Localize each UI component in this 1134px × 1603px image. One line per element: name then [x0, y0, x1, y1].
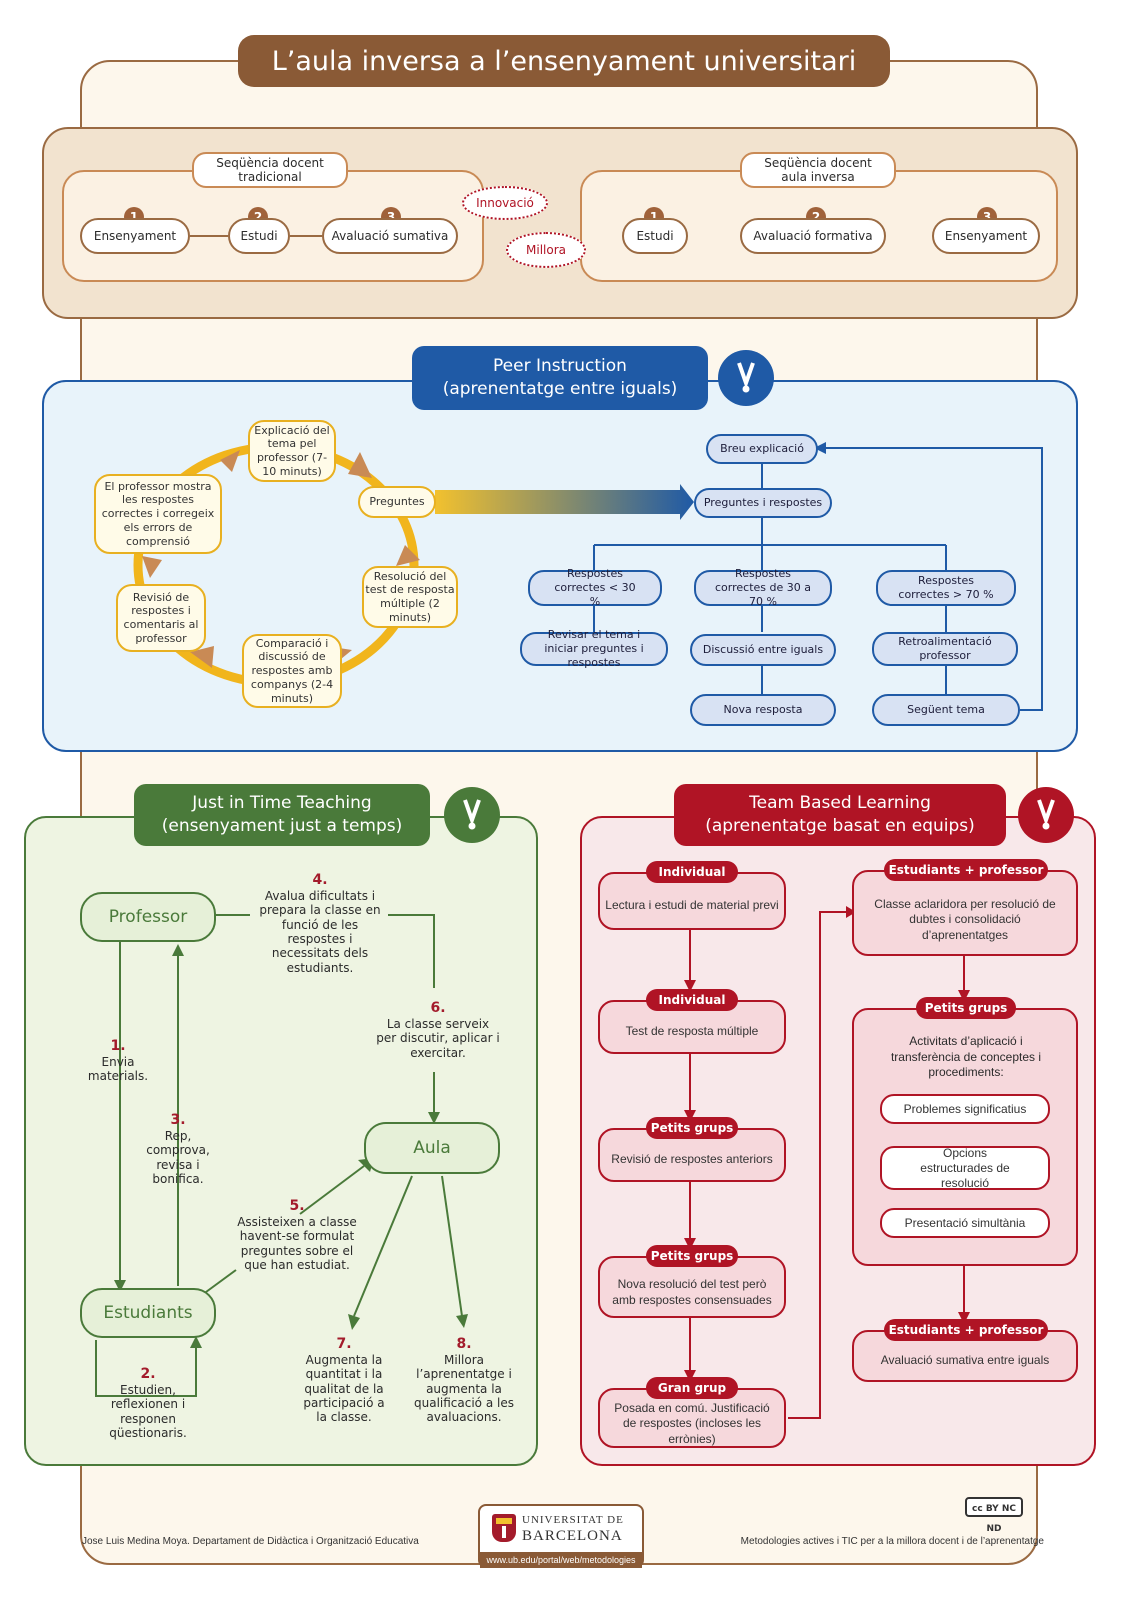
tbl-right-2-text: Activitats d’aplicació i transferència d… — [890, 1034, 1042, 1080]
flow-preguntes-respostes: Preguntes i respostes — [694, 488, 832, 518]
jitt-step-2: 2. Estudien, reflexionen i responen qües… — [100, 1366, 196, 1440]
cycle-comparacio: Comparació i discussió de respostes amb … — [242, 634, 342, 708]
flip-step-3: Ensenyament — [932, 218, 1040, 254]
flow-retroalimentacio: Retroalimentació professor — [872, 632, 1018, 666]
ub-logo-line2: BARCELONA — [522, 1528, 623, 1544]
cycle-revisio: Revisió de respostes i comentaris al pro… — [116, 584, 206, 652]
tbl-left-4-badge: Petits grups — [646, 1245, 738, 1267]
tbl-left-1-box: Lectura i estudi de material previ — [598, 872, 786, 930]
jitt-step-6-number: 6. — [430, 1000, 446, 1016]
jitt-title-line2: (ensenyament just a temps) — [161, 816, 403, 836]
jitt-step-4-number: 4. — [312, 872, 328, 888]
tbl-title-line2: (aprenentatge basat en equips) — [705, 816, 975, 836]
ub-logo-line1: UNIVERSITAT DE — [522, 1514, 624, 1526]
flow-correctes-low: Respostes correctes < 30 % — [528, 567, 662, 608]
flip-step-1: Estudi — [622, 218, 688, 254]
cycle-professor-mostra: El professor mostra les respostes correc… — [94, 474, 222, 554]
tbl-right-1-box: Classe aclaridora per resolució de dubte… — [852, 870, 1078, 956]
jitt-estudiants: Estudiants — [80, 1288, 216, 1338]
jitt-step-4-text: Avalua dificultats i prepara la classe e… — [259, 888, 381, 975]
flow-correctes-high: Respostes correctes > 70 % — [876, 570, 1016, 606]
jitt-step-6-text: La classe serveix per discutir, aplicar … — [376, 1016, 500, 1060]
flow-seguent-tema: Següent tema — [872, 694, 1020, 726]
jitt-title: Just in Time Teaching (ensenyament just … — [134, 784, 430, 846]
jitt-step-8: 8. Millora l’aprenentatge i augmenta la … — [412, 1336, 516, 1425]
ub-shield-stripes — [496, 1518, 512, 1524]
jitt-professor: Professor — [80, 892, 216, 942]
jitt-step-3-number: 3. — [170, 1112, 186, 1128]
tbl-right-2-badge: Petits grups — [916, 997, 1016, 1019]
jitt-step-7-text: Augmenta la quantitat i la qualitat de l… — [303, 1352, 385, 1425]
jitt-step-2-text: Estudien, reflexionen i responen qüestio… — [109, 1382, 187, 1440]
tbl-left-3-badge: Petits grups — [646, 1117, 738, 1139]
tbl-left-2-badge: Individual — [646, 989, 738, 1011]
cycle-preguntes: Preguntes — [358, 486, 436, 518]
jitt-step-1-text: Envia materials. — [87, 1054, 149, 1084]
jitt-method-icon — [444, 787, 500, 843]
trad-step-3: Avaluació sumativa — [322, 218, 458, 254]
jitt-step-6: 6. La classe serveix per discutir, aplic… — [376, 1000, 500, 1060]
jitt-step-2-number: 2. — [140, 1366, 156, 1382]
tbl-activity-2: Opcions estructurades de resolució — [880, 1146, 1050, 1190]
tbl-right-3-badge: Estudiants + professor — [884, 1319, 1048, 1341]
jitt-aula: Aula — [364, 1122, 500, 1174]
flow-nova-resposta: Nova resposta — [690, 694, 836, 726]
tbl-method-icon — [1018, 787, 1074, 843]
flipped-sequence-title: Seqüència docent aula inversa — [740, 152, 896, 188]
tbl-title: Team Based Learning (aprenentatge basat … — [674, 784, 1006, 846]
flow-correctes-mid: Respostes correctes de 30 a 70 % — [694, 567, 832, 608]
tbl-right-1-badge: Estudiants + professor — [884, 859, 1048, 881]
jitt-title-line1: Just in Time Teaching — [192, 793, 372, 814]
peer-title-line2: (aprenentatge entre iguals) — [442, 379, 678, 399]
flow-revisar-tema: Revisar el tema i iniciar preguntes i re… — [520, 628, 668, 669]
cc-license-badge: cc BY NC ND — [965, 1497, 1023, 1534]
ub-url[interactable]: www.ub.edu/portal/web/metodologies — [480, 1552, 642, 1568]
jitt-step-3: 3. Rep, comprova, revisa i bonifica. — [140, 1112, 216, 1186]
peer-title-line1: Peer Instruction — [493, 356, 627, 377]
jitt-step-5-number: 5. — [289, 1198, 305, 1214]
flow-breu-explicacio: Breu explicació — [706, 434, 818, 464]
flip-step-2: Avaluació formativa — [740, 218, 886, 254]
ub-logo-block: UNIVERSITAT DE BARCELONA www.ub.edu/port… — [478, 1504, 644, 1568]
trad-step-2: Estudi — [228, 218, 290, 254]
ub-shield-icon — [492, 1514, 516, 1542]
millora-badge: Millora — [506, 232, 586, 268]
tbl-activity-1: Problemes significatius — [880, 1094, 1050, 1124]
jitt-step-8-number: 8. — [456, 1336, 472, 1352]
traditional-sequence-title: Seqüència docent tradicional — [192, 152, 348, 188]
peer-instruction-title: Peer Instruction (aprenentatge entre igu… — [412, 346, 708, 410]
cycle-resolucio: Resolució del test de resposta múltiple … — [362, 566, 458, 628]
jitt-step-5-text: Assisteixen a classe havent-se formulat … — [237, 1214, 357, 1272]
poster-title: L’aula inversa a l’ensenyament universit… — [238, 35, 890, 87]
jitt-step-7: 7. Augmenta la quantitat i la qualitat d… — [300, 1336, 388, 1425]
jitt-step-1: 1. Envia materials. — [80, 1038, 156, 1084]
jitt-step-3-text: Rep, comprova, revisa i bonifica. — [146, 1128, 210, 1186]
jitt-step-5: 5. Assisteixen a classe havent-se formul… — [232, 1198, 362, 1272]
ub-shield-cross — [502, 1526, 506, 1538]
flow-discussio: Discussió entre iguals — [690, 634, 836, 666]
cycle-explicacio: Explicació del tema pel professor (7-10 … — [248, 420, 336, 482]
footer-author: Jose Luis Medina Moya. Departament de Di… — [82, 1536, 419, 1547]
jitt-step-7-number: 7. — [336, 1336, 352, 1352]
jitt-step-4: 4. Avalua dificultats i prepara la class… — [254, 872, 386, 975]
jitt-step-8-text: Millora l’aprenentatge i augmenta la qua… — [414, 1352, 514, 1425]
tbl-activity-3: Presentació simultània — [880, 1208, 1050, 1238]
tbl-left-1-badge: Individual — [646, 861, 738, 883]
peer-instruction-panel — [42, 380, 1078, 752]
tbl-left-3-box: Revisió de respostes anteriors — [598, 1128, 786, 1182]
trad-step-1: Ensenyament — [80, 218, 190, 254]
footer-project: Metodologies actives i TIC per a la mill… — [740, 1536, 1044, 1547]
tbl-title-line1: Team Based Learning — [749, 793, 931, 814]
tbl-left-5-badge: Gran grup — [646, 1377, 738, 1399]
peer-method-icon — [718, 350, 774, 406]
jitt-step-1-number: 1. — [110, 1038, 126, 1054]
innovacio-badge: Innovació — [462, 186, 548, 220]
